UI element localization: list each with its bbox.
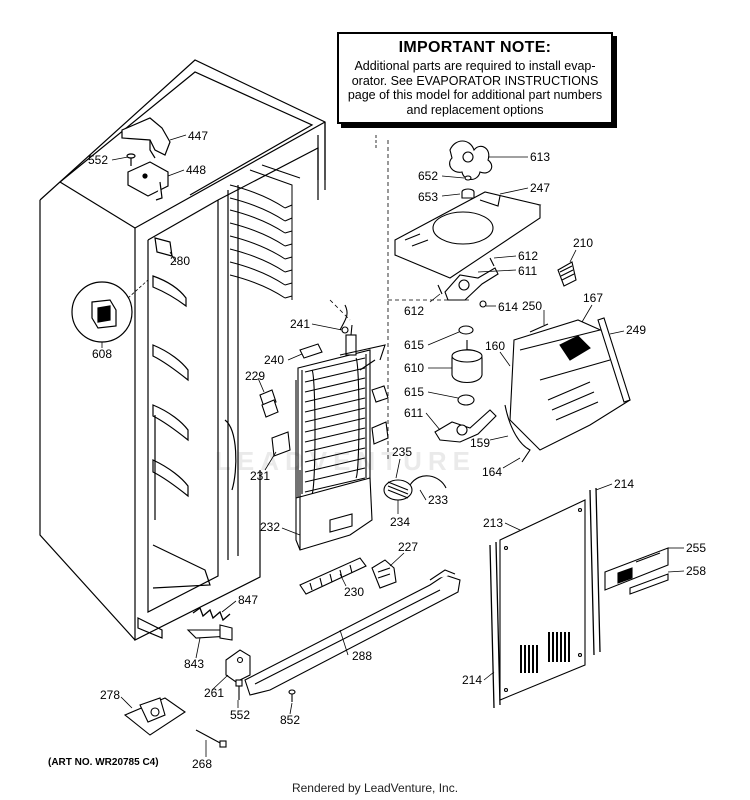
part-231-blocks [271, 421, 389, 457]
callout-278: 278 [100, 688, 120, 702]
part-232-evap-cover [295, 380, 373, 551]
callout-552: 552 [230, 708, 250, 722]
callout-250: 250 [522, 299, 542, 313]
part-214-seal-strips [489, 487, 601, 709]
callout-labels: 447 552 448 280 608 241 240 229 231 232 … [88, 129, 706, 771]
footer-credit: Rendered by LeadVenture, Inc. [291, 781, 459, 795]
part-611-fan-bracket-bottom [434, 409, 497, 443]
part-230-drain-trough [299, 557, 367, 595]
note-line: Additional parts are required to install… [354, 59, 596, 73]
callout-240: 240 [264, 353, 284, 367]
part-255-control [604, 547, 669, 591]
note-line: page of this model for additional part n… [347, 88, 603, 102]
callout-261: 261 [204, 686, 224, 700]
callout-258: 258 [686, 564, 706, 578]
callout-229: 229 [245, 369, 265, 383]
part-447-cover [121, 117, 171, 159]
part-249-duct-housing [504, 317, 631, 463]
watermark: LEADVENTURE [215, 446, 477, 476]
callout-843: 843 [184, 657, 204, 671]
important-note-box: IMPORTANT NOTE: Additional parts are req… [337, 32, 613, 124]
part-847-spring [192, 606, 231, 622]
callout-213: 213 [483, 516, 503, 530]
callout-612: 612 [404, 304, 424, 318]
callout-247: 247 [530, 181, 550, 195]
callout-847: 847 [238, 593, 258, 607]
part-608-switch-inset [71, 281, 133, 343]
assembly-guides [329, 140, 470, 460]
art-number: (ART NO. WR20785 C4) [48, 757, 159, 768]
callout-447: 447 [188, 129, 208, 143]
callout-227: 227 [398, 540, 418, 554]
part-552-screw-top [126, 153, 136, 166]
callout-611: 611 [518, 264, 537, 278]
part-852-screw [288, 689, 296, 702]
part-210-damper-tab [557, 261, 577, 287]
callout-552: 552 [88, 153, 108, 167]
callout-160: 160 [485, 339, 505, 353]
callout-164: 164 [482, 465, 502, 479]
callout-231: 231 [250, 469, 270, 483]
part-288-hinge-cover [244, 569, 461, 696]
callout-608: 608 [92, 347, 112, 361]
note-title: IMPORTANT NOTE: [398, 39, 552, 56]
part-613-fan-blade [449, 140, 493, 181]
callout-234: 234 [390, 515, 410, 529]
callout-241: 241 [290, 317, 310, 331]
shelf-rack [229, 164, 301, 300]
part-278-hinge [123, 697, 186, 736]
callout-214: 214 [462, 673, 482, 687]
part-235-heater [383, 475, 447, 501]
callout-614: 614 [498, 300, 518, 314]
callout-652: 652 [418, 169, 438, 183]
callout-288: 288 [352, 649, 372, 663]
part-247-fan-cover [394, 191, 542, 279]
part-229-blocks [259, 385, 389, 418]
leader-lines [101, 134, 685, 757]
part-261-bracket [225, 649, 251, 683]
callout-233: 233 [428, 493, 448, 507]
part-448-bracket [127, 161, 169, 201]
callout-167: 167 [583, 291, 603, 305]
note-line: and replacement options [406, 102, 544, 117]
part-268-bolt [195, 729, 227, 748]
callout-235: 235 [392, 445, 412, 459]
part-240-241-sensor [299, 326, 349, 359]
callout-615: 615 [404, 385, 424, 399]
part-552-screw-bottom [235, 679, 243, 700]
callout-613: 613 [530, 150, 550, 164]
callout-611: 611 [404, 406, 423, 420]
callout-448: 448 [186, 163, 206, 177]
freezer-cabinet [39, 59, 326, 641]
callout-159: 159 [470, 436, 490, 450]
callout-268: 268 [192, 757, 212, 771]
part-652-653-hub [461, 175, 475, 199]
part-213-back-panel [499, 499, 586, 701]
callout-615: 615 [404, 338, 424, 352]
callout-612: 612 [518, 249, 538, 263]
callout-210: 210 [573, 236, 593, 250]
callout-232: 232 [260, 520, 280, 534]
callout-280: 280 [170, 254, 190, 268]
callout-653: 653 [418, 190, 438, 204]
part-615-610-fan-motor [451, 325, 483, 406]
part-258-label [629, 573, 669, 595]
part-611-612-fan-bracket-top [437, 257, 499, 308]
callout-255: 255 [686, 541, 706, 555]
callout-610: 610 [404, 361, 424, 375]
note-line: orator. See EVAPORATOR INSTRUCTIONS [351, 73, 599, 88]
callout-230: 230 [344, 585, 364, 599]
part-843-cam [186, 624, 233, 641]
callout-852: 852 [280, 713, 300, 727]
callout-214: 214 [614, 477, 634, 491]
part-227-harness [371, 559, 397, 589]
callout-249: 249 [626, 323, 646, 337]
